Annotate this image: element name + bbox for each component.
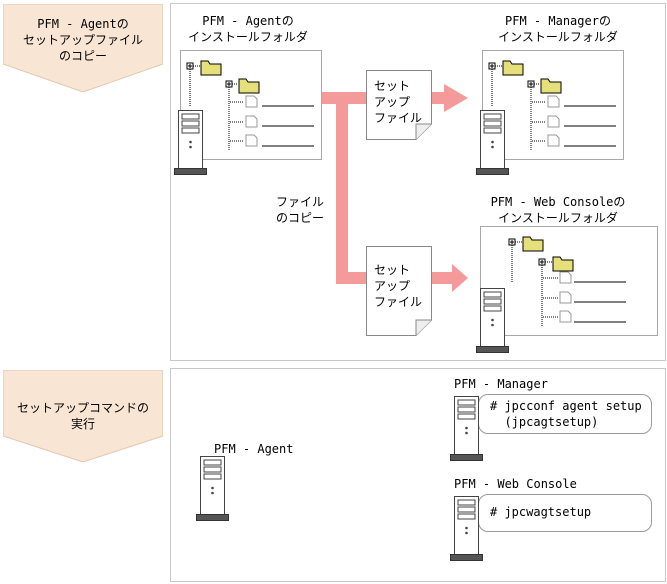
folder-icon [522, 236, 544, 252]
step-run-command-label: セットアップコマンドの 実行 [16, 401, 149, 431]
setup-file-doc-1: セット アップ ファイル [366, 70, 432, 140]
file-icon [245, 115, 258, 128]
agent-folder-tree [186, 60, 314, 150]
server-icon [476, 288, 509, 353]
arrow-shaft-vertical [336, 92, 348, 282]
folder-icon [238, 78, 260, 94]
folder-icon [502, 60, 524, 76]
server-icon [174, 110, 207, 175]
webconsole-folder-title: PFM - Web Consoleの インストールフォルダ [490, 195, 626, 225]
setup-file-doc-2: セット アップ ファイル [366, 246, 432, 336]
setup-file-label: セット アップ ファイル [374, 263, 423, 309]
webconsole-command: # jpcwagtsetup [490, 505, 592, 519]
webconsole-folder-tree [508, 236, 626, 326]
file-icon [547, 115, 560, 128]
manager-command-box [478, 394, 652, 434]
setup-file-label: セット アップ ファイル [374, 79, 423, 125]
file-icon [559, 310, 572, 323]
document-shape [366, 246, 432, 336]
step-shape [3, 4, 163, 92]
file-icon [547, 134, 560, 147]
manager-command: # jpcconf agent setup (jpcagtsetup) [490, 399, 642, 429]
folder-icon [552, 256, 574, 272]
server-icon [450, 396, 483, 461]
manager-folder-tree [488, 60, 616, 150]
folder-icon [540, 78, 562, 94]
document-shape [366, 70, 432, 140]
webconsole-label: PFM - Web Console [454, 477, 577, 491]
step-run-command: セットアップコマンドの 実行 [3, 370, 163, 462]
step-copy-files: PFM - Agentの セットアップファイル のコピー [3, 4, 163, 92]
webconsole-command-box [478, 494, 652, 532]
arrow-head-manager [444, 84, 468, 112]
command-panel [170, 368, 666, 582]
agent-label: PFM - Agent [214, 442, 294, 456]
copy-files-label: ファイル のコピー [276, 195, 325, 225]
file-icon [245, 95, 258, 108]
file-icon [547, 95, 560, 108]
agent-folder-title: PFM - Agentの インストールフォルダ [188, 14, 308, 44]
file-icon [245, 134, 258, 147]
server-icon [476, 110, 509, 175]
file-icon [559, 291, 572, 304]
file-icon [559, 271, 572, 284]
step-copy-files-label: PFM - Agentの セットアップファイル のコピー [22, 17, 143, 63]
server-icon [196, 456, 229, 521]
manager-label: PFM - Manager [454, 377, 548, 391]
step-shape [3, 370, 163, 462]
arrow-head-webconsole [452, 264, 468, 292]
server-icon [450, 496, 483, 561]
folder-icon [200, 60, 222, 76]
manager-folder-title: PFM - Managerの インストールフォルダ [498, 14, 618, 44]
